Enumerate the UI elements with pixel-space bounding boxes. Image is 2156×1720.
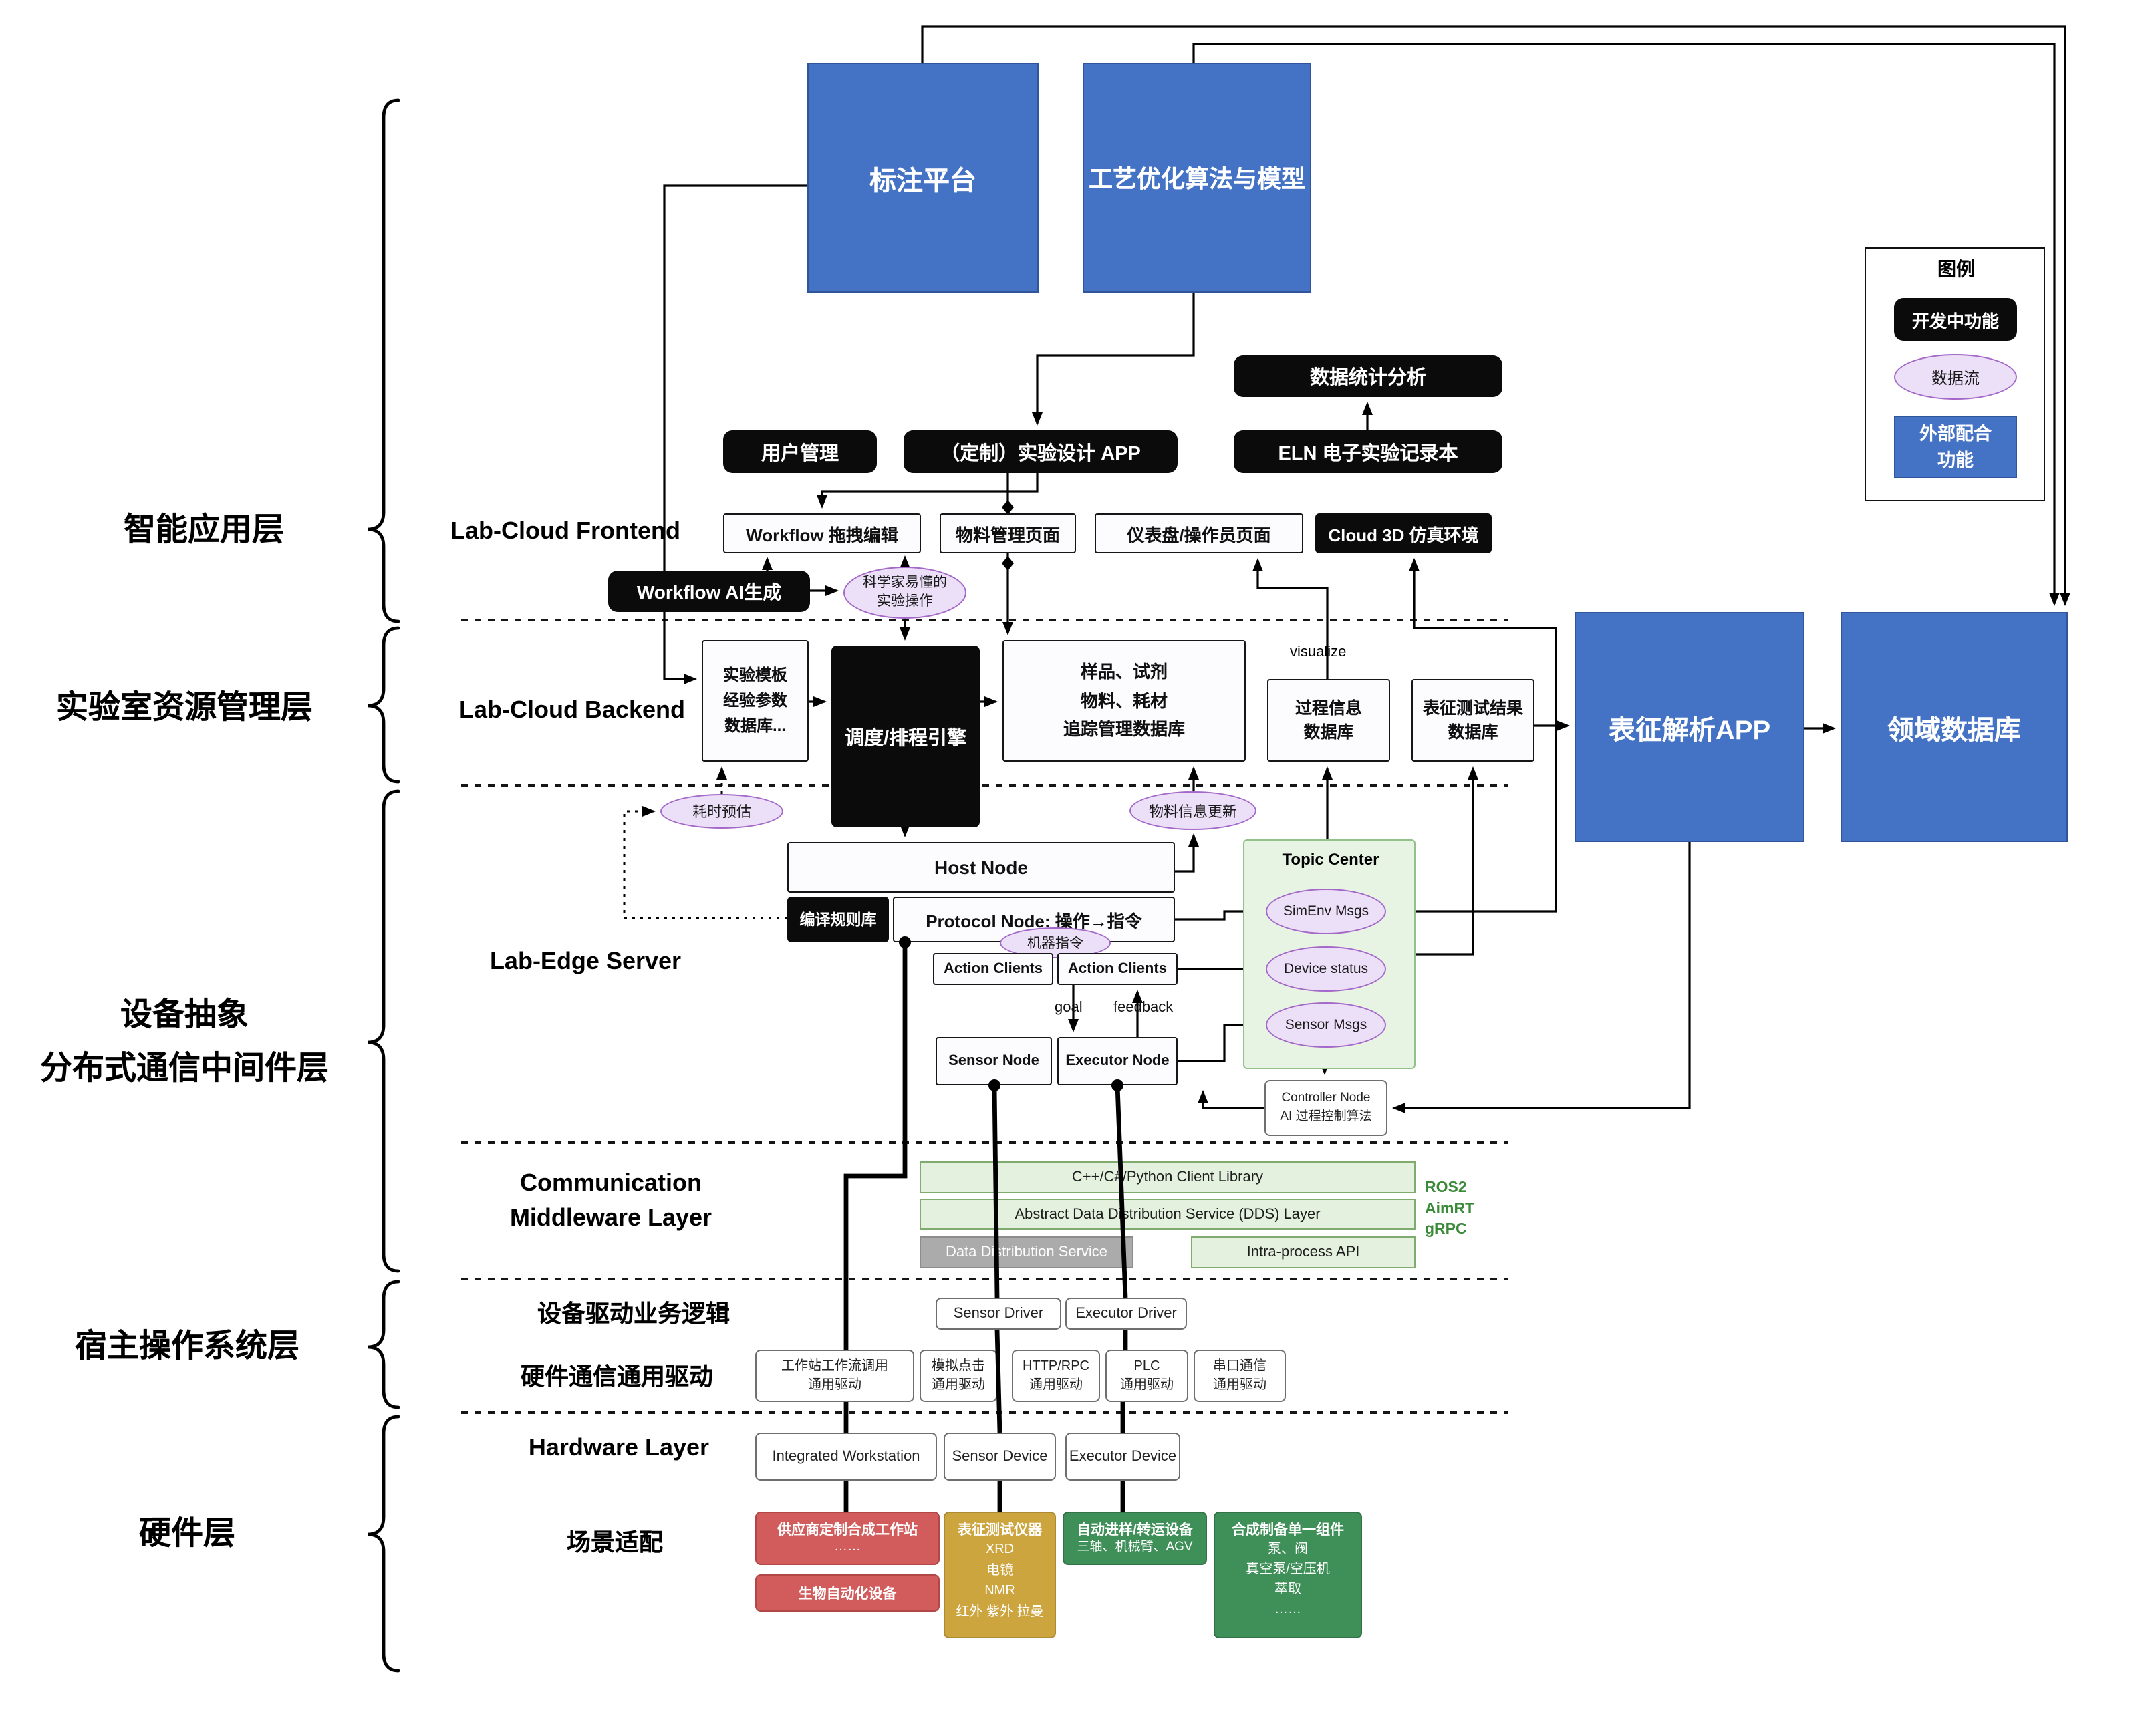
workflow-ai-box: Workflow AI生成 (608, 571, 810, 612)
layer-label-hardware: 硬件层 (139, 1515, 235, 1552)
driver-logic-label: 设备驱动业务逻辑 (537, 1300, 730, 1327)
workflow-edit-box: Workflow 拖拽编辑 (723, 513, 921, 553)
annotation-platform-box: 标注平台 (807, 63, 1039, 293)
synth-component-title: 合成制备单一组件 (1232, 1522, 1344, 1538)
controller-node-box: Controller Node AI 过程控制算法 (1264, 1080, 1387, 1136)
action-clients-box-2: Action Clients (1057, 953, 1178, 985)
frontend-label: Lab-Cloud Frontend (450, 517, 680, 543)
device-link (843, 942, 908, 1350)
sensor-device-box: Sensor Device (944, 1433, 1056, 1481)
device-status-ellipse: Device status (1266, 946, 1386, 992)
flow-arrow (1416, 766, 1478, 956)
backend-label: Lab-Cloud Backend (458, 696, 685, 722)
edge-server-label: Lab-Edge Server (489, 947, 682, 974)
serial-driver-box: 串口通信 通用驱动 (1194, 1350, 1286, 1402)
hw-comm-label: 硬件通信通用驱动 (521, 1363, 713, 1390)
middleware-label: Communication Middleware Layer (509, 1169, 712, 1231)
layer-brace (367, 789, 400, 1273)
goal-label: goal (1055, 1000, 1083, 1016)
sim-click-driver-box: 模拟点击 通用驱动 (920, 1350, 997, 1402)
scene-adapt-label: 场景适配 (567, 1529, 663, 1556)
scheduler-box: 调度/排程引擎 (831, 646, 980, 827)
layer-label-lab-resource: 实验室资源管理层 (56, 689, 313, 726)
process-optimization-box: 工艺优化算法与模型 (1083, 63, 1311, 293)
time-estimate-ellipse: 耗时预估 (660, 794, 783, 829)
sensor-driver-box: Sensor Driver (936, 1298, 1061, 1330)
charact-instrument-title: 表征测试仪器 (958, 1522, 1042, 1538)
transfer-device-items: 三轴、机械臂、AGV (1077, 1540, 1193, 1554)
topic-center-box: Topic Center SimEnv Msgs Device status S… (1243, 839, 1416, 1069)
executor-node-box: Executor Node (1057, 1037, 1178, 1085)
process-db-box: 过程信息 数据库 (1267, 679, 1390, 762)
charact-instrument-items: XRD 电镜 NMR 红外 紫外 拉曼 (956, 1542, 1044, 1619)
vendor-workstation-box: 供应商定制合成工作站 …… (755, 1512, 940, 1565)
dds-abstract-bar: Abstract Data Distribution Service (DDS)… (920, 1199, 1416, 1230)
middleware-stacks-label: ROS2 AimRT gRPC (1425, 1180, 1475, 1238)
diamond-connector (1002, 556, 1014, 571)
custom-app-box: （定制）实验设计 APP (904, 430, 1178, 473)
compile-lib-box: 编译规则库 (787, 897, 889, 942)
layer-label-intelligent-app: 智能应用层 (124, 511, 284, 548)
charact-instrument-box: 表征测试仪器 XRD 电镜 NMR 红外 紫外 拉曼 (944, 1512, 1056, 1638)
http-rpc-driver-box: HTTP/RPC 通用驱动 (1012, 1350, 1100, 1402)
eln-box: ELN 电子实验记录本 (1234, 430, 1502, 473)
analysis-app-box: 表征解析APP (1575, 612, 1804, 842)
sample-db-box: 样品、试剂 物料、耗材 追踪管理数据库 (1002, 640, 1246, 762)
bio-auto-box: 生物自动化设备 (755, 1574, 940, 1612)
legend-box: 图例 开发中功能 数据流 外部配合 功能 (1865, 247, 2045, 501)
layer-brace (367, 98, 400, 623)
feedback-label: feedback (1113, 1000, 1174, 1016)
domain-db-box: 领域数据库 (1841, 612, 2068, 842)
flow-arrow (1175, 833, 1199, 873)
flow-arrow (1032, 293, 1195, 426)
user-mgmt-box: 用户管理 (723, 430, 877, 473)
workstation-driver-box: 工作站工作流调用 通用驱动 (755, 1350, 914, 1402)
client-lib-bar: C++/C#/Python Client Library (920, 1161, 1416, 1193)
action-clients-box-1: Action Clients (933, 953, 1053, 985)
material-page-box: 物料管理页面 (940, 513, 1076, 553)
synth-component-box: 合成制备单一组件 泵、阀 真空泵/空压机 萃取 …… (1214, 1512, 1362, 1638)
cloud-3d-box: Cloud 3D 仿真环境 (1315, 513, 1492, 553)
layer-brace (367, 626, 400, 784)
sensor-msgs-ellipse: Sensor Msgs (1266, 1002, 1386, 1048)
diamond-connector (1002, 500, 1014, 515)
executor-driver-box: Executor Driver (1065, 1298, 1187, 1330)
flow-arrow (1392, 842, 1691, 1113)
dds-service-bar: Data Distribution Service (920, 1236, 1133, 1268)
device-link (994, 1329, 1002, 1433)
legend-data-flow: 数据流 (1894, 354, 2017, 400)
executor-device-box: Executor Device (1065, 1433, 1180, 1481)
legend-external: 外部配合 功能 (1894, 416, 2017, 478)
plc-driver-box: PLC 通用驱动 (1105, 1350, 1188, 1402)
flow-arrow (1198, 1090, 1264, 1109)
material-update-ellipse: 物料信息更新 (1129, 791, 1256, 830)
sci-ops-ellipse: 科学家易懂的 实验操作 (843, 567, 966, 619)
layer-brace (367, 1415, 400, 1673)
layer-brace (367, 1280, 400, 1409)
layer-label-device-abstraction: 设备抽象 分布式通信中间件层 (40, 997, 329, 1087)
charact-db-box: 表征测试结果 数据库 (1411, 679, 1534, 762)
vendor-workstation-items: …… (834, 1540, 861, 1554)
dashboard-page-box: 仪表盘/操作员页面 (1095, 513, 1303, 553)
vendor-workstation-title: 供应商定制合成工作站 (777, 1522, 918, 1538)
flow-arrow (817, 473, 1039, 509)
stats-analysis-box: 数据统计分析 (1234, 355, 1502, 397)
intra-api-bar: Intra-process API (1191, 1236, 1416, 1268)
visualize-label: visualize (1290, 644, 1347, 660)
machine-cmd-ellipse: 机器指令 (1000, 927, 1111, 958)
transfer-device-title: 自动进样/转运设备 (1077, 1522, 1193, 1538)
hardware-layer-label: Hardware Layer (528, 1433, 710, 1460)
legend-title: 图例 (1937, 258, 1975, 279)
integrated-workstation-box: Integrated Workstation (755, 1433, 937, 1481)
layer-label-host-os: 宿主操作系统层 (75, 1328, 299, 1365)
template-db-box: 实验模板 经验参数 数据库... (702, 640, 809, 762)
legend-in-development: 开发中功能 (1894, 298, 2017, 341)
sensor-node-box: Sensor Node (936, 1037, 1052, 1085)
transfer-device-box: 自动进样/转运设备 三轴、机械臂、AGV (1063, 1512, 1207, 1565)
simenv-msgs-ellipse: SimEnv Msgs (1266, 889, 1386, 934)
synth-component-items: 泵、阀 真空泵/空压机 萃取 …… (1246, 1542, 1330, 1617)
host-node-box: Host Node (787, 842, 1175, 893)
topic-center-title: Topic Center (1282, 850, 1379, 869)
